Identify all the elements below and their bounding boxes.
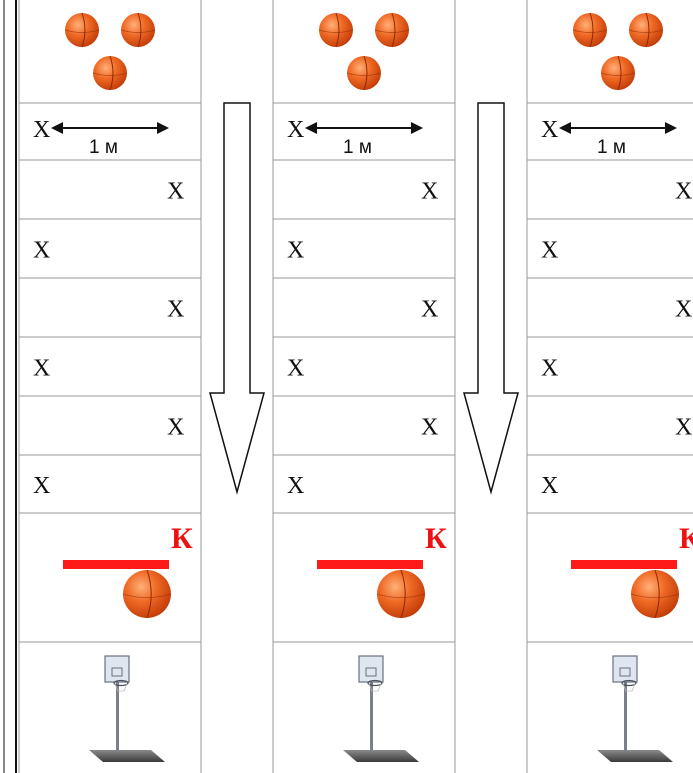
start-marker: X — [287, 117, 304, 143]
basketball-icon — [374, 12, 410, 48]
basketball-hoop-icon — [597, 655, 673, 762]
basketball-icon — [346, 55, 382, 91]
basketball-hoop-icon — [89, 655, 165, 762]
cone-mark: X — [675, 179, 692, 205]
cone-mark: X — [541, 238, 558, 264]
basketball-icon — [600, 55, 636, 91]
cone-mark: X — [167, 179, 184, 205]
cone-mark: X — [421, 415, 438, 441]
finish-line — [571, 560, 677, 569]
basketball-icon — [120, 12, 156, 48]
basketball-icon — [92, 55, 128, 91]
basketball-icon — [628, 12, 664, 48]
finish-line — [317, 560, 423, 569]
finish-label: К — [171, 522, 193, 555]
lane-2: X 1 м X X X X X X К — [272, 0, 456, 773]
basketball-icon — [376, 569, 426, 619]
basketball-icon — [630, 569, 680, 619]
cone-mark: X — [675, 415, 692, 441]
finish-label: К — [425, 522, 447, 555]
double-arrow-icon — [559, 122, 677, 134]
cone-mark: X — [287, 473, 304, 499]
cone-mark: X — [421, 179, 438, 205]
finish-label: К — [679, 522, 693, 555]
down-arrow-icon — [463, 102, 519, 495]
basketball-hoop-icon — [343, 655, 419, 762]
cone-mark: X — [167, 415, 184, 441]
basketball-icon — [572, 12, 608, 48]
cone-mark: X — [421, 297, 438, 323]
start-marker: X — [33, 117, 50, 143]
basketball-icon — [122, 569, 172, 619]
distance-label: 1 м — [343, 137, 372, 158]
cone-mark: X — [287, 238, 304, 264]
double-arrow-icon — [51, 122, 169, 134]
cone-mark: X — [33, 356, 50, 382]
cone-mark: X — [675, 297, 692, 323]
cone-mark: X — [287, 356, 304, 382]
cone-mark: X — [167, 297, 184, 323]
double-arrow-icon — [305, 122, 423, 134]
cone-mark: X — [33, 473, 50, 499]
down-arrow-icon — [209, 102, 265, 495]
lane-3: X 1 м X X X X X X К — [526, 0, 693, 773]
basketball-icon — [318, 12, 354, 48]
lane-1: X 1 м X X X X X X К — [18, 0, 202, 773]
start-marker: X — [541, 117, 558, 143]
cone-mark: X — [541, 473, 558, 499]
distance-label: 1 м — [89, 137, 118, 158]
cone-mark: X — [33, 238, 50, 264]
finish-line — [63, 560, 169, 569]
cone-mark: X — [541, 356, 558, 382]
distance-label: 1 м — [597, 137, 626, 158]
basketball-icon — [64, 12, 100, 48]
